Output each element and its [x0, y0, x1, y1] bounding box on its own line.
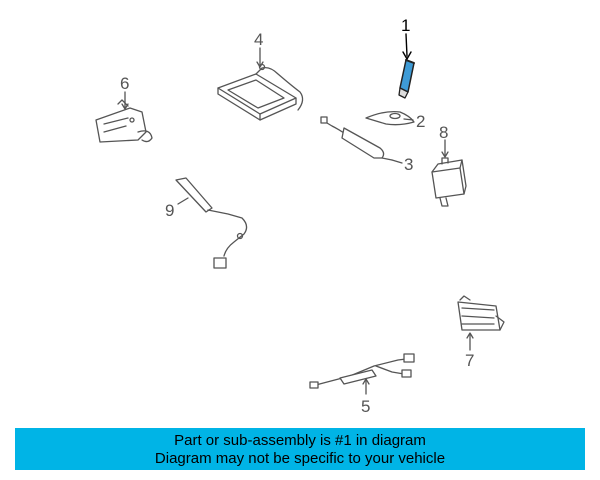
callout-3: 3 [404, 155, 413, 174]
part-4-receiver-module[interactable] [217, 63, 304, 121]
part-2-antenna-base[interactable] [365, 110, 415, 126]
part-6-bracket[interactable] [95, 99, 153, 143]
banner-line-2: Diagram may not be specific to your vehi… [154, 450, 446, 467]
part-8-receiver-box[interactable] [431, 157, 467, 207]
callout-1: 1 [401, 16, 410, 35]
callout-7: 7 [465, 351, 474, 370]
callout-5: 5 [361, 397, 370, 416]
callout-arrow-1 [402, 51, 412, 60]
callout-leader-9 [177, 197, 189, 205]
info-banner: Part or sub-assembly is #1 in diagram Di… [15, 428, 585, 470]
part-9-antenna-strip[interactable] [175, 177, 248, 269]
callout-leader-1 [405, 33, 408, 57]
callout-4: 4 [254, 30, 263, 49]
callout-9: 9 [165, 201, 174, 220]
part-5-wiring-harness[interactable] [309, 353, 415, 389]
callout-leader-2 [403, 118, 414, 121]
part-7-control-module[interactable] [457, 295, 505, 331]
callout-2: 2 [416, 112, 425, 131]
callout-8: 8 [439, 123, 448, 142]
part-1-antenna[interactable] [398, 59, 415, 99]
callout-6: 6 [120, 74, 129, 93]
part-3-antenna-cable[interactable] [320, 116, 393, 161]
banner-line-1: Part or sub-assembly is #1 in diagram [174, 432, 426, 449]
callout-leader-3 [391, 159, 403, 164]
